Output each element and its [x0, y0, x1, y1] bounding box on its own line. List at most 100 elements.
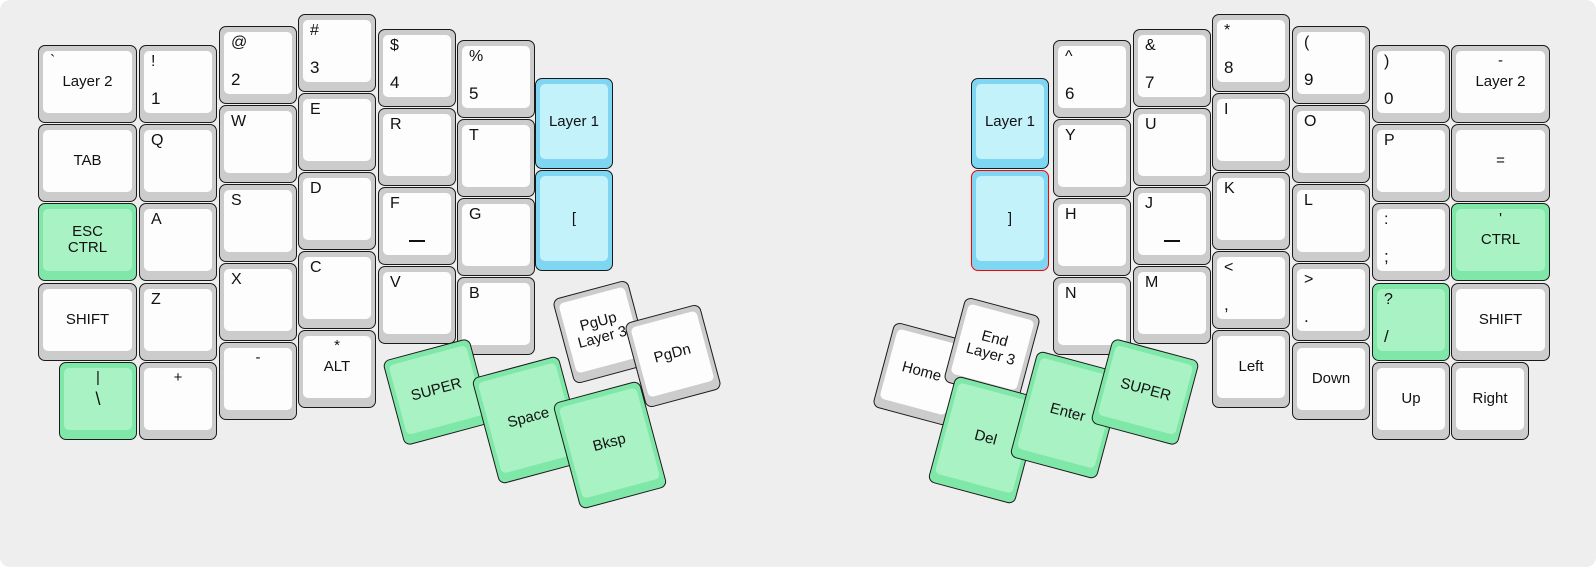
key-l-4[interactable]: $4 — [378, 29, 456, 107]
key-legend-top: B — [469, 285, 480, 302]
key-r-down[interactable]: Down — [1292, 342, 1370, 420]
key-r-minus-layer2[interactable]: -Layer 2 — [1451, 45, 1550, 123]
keycap: !1 — [144, 51, 212, 113]
key-r-left[interactable]: Left — [1212, 330, 1290, 408]
key-l-c[interactable]: C — [298, 251, 376, 329]
key-l-z[interactable]: Z — [139, 283, 217, 361]
key-r-slash[interactable]: ?/ — [1372, 283, 1450, 361]
key-l-g[interactable]: G — [457, 198, 535, 276]
key-r-shift[interactable]: SHIFT — [1451, 283, 1550, 361]
key-legend-top: U — [1145, 116, 1157, 133]
key-legend-center: Left — [1217, 336, 1285, 398]
key-legend-top: # — [310, 22, 319, 39]
key-r-j[interactable]: J — [1133, 187, 1211, 265]
key-legend-top: @ — [231, 34, 248, 51]
key-l-2[interactable]: @2 — [219, 26, 297, 104]
keycap: <, — [1217, 257, 1285, 319]
keycap: *8 — [1217, 20, 1285, 82]
key-r-p[interactable]: P — [1372, 124, 1450, 202]
key-legend-top: * — [1224, 22, 1231, 39]
key-l-a[interactable]: A — [139, 203, 217, 281]
keycap: |\ — [64, 368, 132, 430]
keycap: Down — [1297, 348, 1365, 410]
key-l-grave-layer2[interactable]: `Layer 2 — [38, 45, 137, 123]
key-r-l[interactable]: L — [1292, 184, 1370, 262]
key-legend-top: S — [231, 192, 242, 209]
key-l-s[interactable]: S — [219, 184, 297, 262]
key-r-u[interactable]: U — [1133, 108, 1211, 186]
key-legend-center: SUPER — [389, 345, 485, 435]
key-legend-bottom: . — [1304, 307, 1309, 326]
key-legend-top: W — [231, 113, 247, 130]
key-r-i[interactable]: I — [1212, 93, 1290, 171]
key-r-0[interactable]: )0 — [1372, 45, 1450, 123]
key-r-up[interactable]: Up — [1372, 362, 1450, 440]
key-legend-center: Layer 1 — [540, 84, 608, 159]
key-l-minus[interactable]: - — [219, 342, 297, 420]
key-legend-top: % — [469, 48, 484, 65]
keycap: E — [303, 99, 371, 161]
key-l-e[interactable]: E — [298, 93, 376, 171]
key-l-tab[interactable]: TAB — [38, 124, 137, 202]
key-l-star-alt[interactable]: *ALT — [298, 330, 376, 408]
key-legend-line: Space — [505, 403, 552, 432]
key-r-9[interactable]: (9 — [1292, 26, 1370, 104]
key-r-n[interactable]: N — [1053, 277, 1131, 355]
key-l-plus[interactable]: + — [139, 362, 217, 440]
key-legend-line: Layer 2 — [1475, 73, 1526, 91]
key-l-t[interactable]: T — [457, 119, 535, 197]
key-legend-line: SHIFT — [1478, 311, 1523, 329]
key-r-period[interactable]: >. — [1292, 263, 1370, 341]
keycap: Z — [144, 289, 212, 351]
key-r-o[interactable]: O — [1292, 105, 1370, 183]
key-l-x[interactable]: X — [219, 263, 297, 341]
key-l-f[interactable]: F — [378, 187, 456, 265]
key-legend-bottom: ; — [1384, 247, 1389, 266]
key-l-q[interactable]: Q — [139, 124, 217, 202]
key-legend-top: C — [310, 259, 322, 276]
key-r-quote-ctrl[interactable]: 'CTRL — [1451, 203, 1550, 281]
key-legend-line: SUPER — [409, 374, 464, 405]
key-legend-top: $ — [390, 37, 399, 54]
key-r-right[interactable]: Right — [1451, 362, 1529, 440]
key-legend-line: ALT — [323, 358, 351, 376]
key-l-layer1[interactable]: Layer 1 — [535, 78, 613, 169]
key-l-3[interactable]: #3 — [298, 14, 376, 92]
key-r-m[interactable]: M — [1133, 266, 1211, 344]
key-l-pipe-backslash[interactable]: |\ — [59, 362, 137, 440]
key-legend-bottom: 3 — [310, 58, 320, 77]
key-r-6[interactable]: ^6 — [1053, 40, 1131, 118]
key-l-d[interactable]: D — [298, 172, 376, 250]
key-legend-bottom: 9 — [1304, 70, 1314, 89]
key-l-1[interactable]: !1 — [139, 45, 217, 123]
key-r-rbracket[interactable]: ] — [971, 170, 1049, 271]
key-r-comma[interactable]: <, — [1212, 251, 1290, 329]
key-r-equals[interactable]: = — [1451, 124, 1550, 202]
key-r-layer1[interactable]: Layer 1 — [971, 78, 1049, 169]
key-r-y[interactable]: Y — [1053, 119, 1131, 197]
key-l-w[interactable]: W — [219, 105, 297, 183]
key-l-5[interactable]: %5 — [457, 40, 535, 118]
keycap: P — [1377, 130, 1445, 192]
key-r-7[interactable]: &7 — [1133, 29, 1211, 107]
key-r-k[interactable]: K — [1212, 172, 1290, 250]
key-legend-top: H — [1065, 206, 1077, 223]
keycap: Layer 1 — [976, 84, 1044, 159]
key-legend-line: ] — [1007, 209, 1013, 227]
key-r-8[interactable]: *8 — [1212, 14, 1290, 92]
key-legend-center: = — [1456, 130, 1545, 192]
key-l-v[interactable]: V — [378, 266, 456, 344]
key-legend-top: F — [390, 195, 400, 212]
key-legend-top: ^ — [1065, 48, 1073, 65]
keycap: Layer 1 — [540, 84, 608, 159]
key-l-lbracket[interactable]: [ — [535, 170, 613, 271]
keycap: A — [144, 209, 212, 271]
key-l-b[interactable]: B — [457, 277, 535, 355]
key-r-h[interactable]: H — [1053, 198, 1131, 276]
key-r-semicolon[interactable]: :; — [1372, 203, 1450, 281]
key-legend-top: N — [1065, 285, 1077, 302]
key-l-r[interactable]: R — [378, 108, 456, 186]
key-l-shift[interactable]: SHIFT — [38, 283, 137, 361]
key-legend-bottom: 4 — [390, 73, 400, 92]
